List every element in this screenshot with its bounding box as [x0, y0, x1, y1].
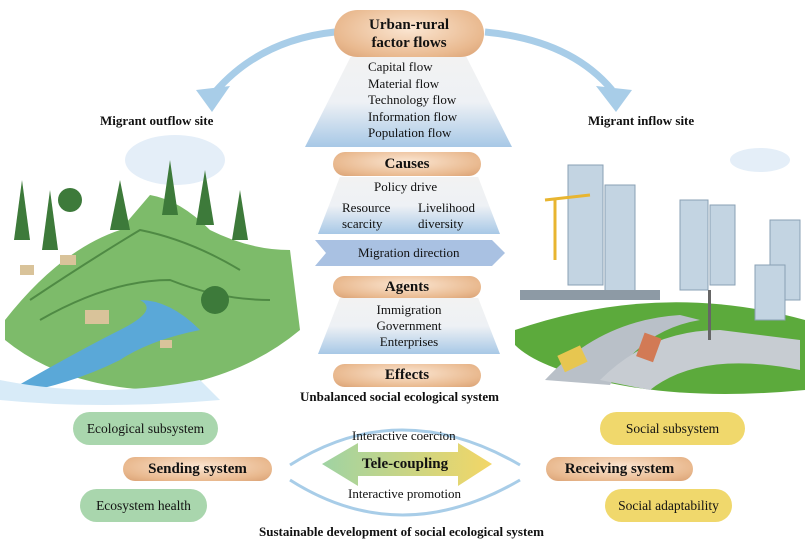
outflow-site-label: Migrant outflow site	[100, 113, 214, 128]
causes-pill: Causes	[333, 152, 481, 176]
flow-item: Material flow	[368, 75, 440, 91]
flow-item: Information flow	[368, 108, 458, 124]
flow-arc-left-arrow	[196, 28, 336, 112]
rural-landscape-illustration	[0, 135, 300, 405]
receiving-system-pill: Receiving system	[546, 457, 693, 481]
ecological-subsystem-pill: Ecological subsystem	[73, 412, 218, 445]
flow-item: Technology flow	[368, 92, 457, 108]
cause-policy-drive: Policy drive	[374, 179, 438, 194]
migration-direction-label: Migration direction	[358, 245, 460, 260]
agent-item: Enterprises	[379, 334, 439, 349]
interactive-promotion-label: Interactive promotion	[348, 486, 461, 501]
flow-arc-right-arrow	[484, 28, 632, 112]
effects-pill: Effects	[333, 364, 481, 387]
sending-system-pill: Sending system	[123, 457, 272, 481]
footer-caption: Sustainable development of social ecolog…	[259, 524, 544, 539]
text-line: scarcity	[342, 216, 383, 231]
causes-trapezoid	[318, 177, 500, 234]
text-line: diversity	[418, 216, 464, 231]
urban-rural-flows-pill: Urban-rural factor flows	[334, 10, 484, 57]
unbalanced-caption: Unbalanced social ecological system	[300, 389, 499, 404]
text-line: Livelihood	[418, 200, 476, 215]
interactive-coercion-label: Interactive coercion	[352, 428, 456, 443]
text-line: Resource	[342, 200, 391, 215]
flows-list: Capital flow Material flow Technology fl…	[368, 59, 457, 142]
interaction-arc-bottom	[289, 478, 521, 517]
flow-item: Population flow	[368, 125, 452, 141]
interaction-arc-top	[289, 428, 521, 467]
title-line2: factor flows	[371, 34, 447, 51]
flow-item: Capital flow	[368, 59, 433, 74]
migration-direction-chevron	[315, 240, 505, 266]
urban-city-illustration	[515, 148, 805, 394]
agents-list: Immigration Government Enterprises	[318, 302, 500, 350]
tele-coupling-label: Tele-coupling	[362, 456, 449, 472]
social-adaptability-pill: Social adaptability	[605, 489, 732, 522]
tele-coupling-arrow	[322, 443, 492, 486]
agent-item: Government	[376, 318, 442, 333]
agents-trapezoid	[318, 298, 500, 354]
ecosystem-health-pill: Ecosystem health	[80, 489, 207, 522]
title-line1: Urban-rural	[369, 16, 449, 33]
social-subsystem-pill: Social subsystem	[600, 412, 745, 445]
inflow-site-label: Migrant inflow site	[588, 113, 695, 128]
agent-item: Immigration	[376, 302, 442, 317]
agents-pill: Agents	[333, 276, 481, 298]
